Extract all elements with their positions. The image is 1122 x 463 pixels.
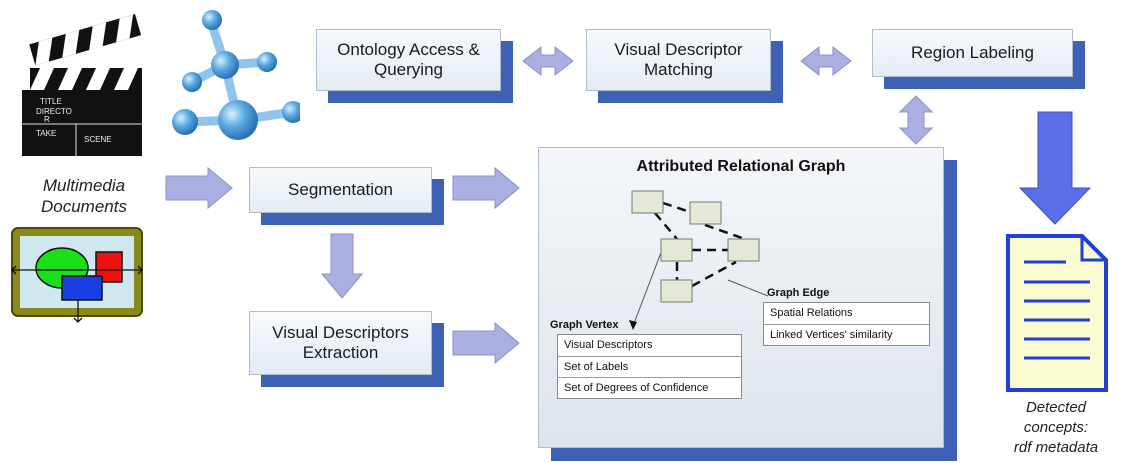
ontology-access-label: Ontology Access & Querying (337, 40, 480, 79)
arrow-ontology-matching-bidirectional (522, 45, 574, 77)
region-labeling-label: Region Labeling (911, 43, 1034, 62)
vertex-pointer-arrowhead (629, 320, 637, 330)
graph-node (689, 201, 722, 225)
arg-title: Attributed Relational Graph (636, 158, 846, 175)
clapper-title-text: TITLE (40, 97, 62, 106)
graph-vertex-row: Set of Labels (558, 356, 741, 377)
arrow-matching-labeling-bidirectional (800, 45, 852, 77)
left-illustrations: TITLE DIRECTO R TAKE SCENE (11, 14, 143, 323)
ontology-access-box: Ontology Access & Querying (316, 29, 501, 91)
clapperboard-icon: TITLE DIRECTO R TAKE SCENE (22, 14, 142, 156)
segmentation-box: Segmentation (249, 167, 432, 213)
arrow-segmentation-to-arg (452, 166, 520, 210)
detected-concepts-label: Detected concepts: rdf metadata (1013, 399, 1099, 456)
graph-edge-row: Spatial Relations (770, 307, 853, 319)
graph-edge-row: Linked Vertices' similarity (764, 324, 929, 345)
graph-edge-table: Spatial Relations Linked Vertices' simil… (763, 302, 930, 346)
framed-image-icon (11, 227, 143, 323)
graph-vertex-row: Visual Descriptors (564, 339, 653, 351)
visual-descriptors-extraction-box: Visual Descriptors Extraction (249, 311, 432, 375)
clapper-director-text: DIRECTO (36, 107, 72, 116)
graph-vertex-table: Visual Descriptors Set of Labels Set of … (557, 334, 742, 399)
segmentation-label: Segmentation (288, 180, 393, 199)
visual-descriptor-matching-label: Visual Descriptor Matching (614, 40, 743, 79)
graph-node (727, 238, 760, 262)
arrow-segmentation-to-extraction (320, 233, 364, 299)
graph-node (660, 279, 693, 303)
region-labeling-box: Region Labeling (872, 29, 1073, 77)
clapper-director-text-2: R (44, 115, 50, 124)
graph-vertex-row: Set of Degrees of Confidence (558, 377, 741, 398)
visual-descriptors-extraction-label: Visual Descriptors Extraction (272, 323, 409, 362)
graph-node (631, 190, 664, 214)
arrow-documents-to-segmentation (165, 166, 233, 210)
arrow-labeling-to-output (1018, 111, 1092, 225)
visual-descriptor-matching-box: Visual Descriptor Matching (586, 29, 771, 91)
graph-vertex-title: Graph Vertex (550, 319, 619, 331)
multimedia-documents-label: Multimedia Documents (41, 176, 127, 216)
arrow-labeling-arg-bidirectional (898, 95, 934, 145)
clapper-take-text: TAKE (36, 129, 56, 138)
clapper-scene-text: SCENE (84, 135, 112, 144)
arrow-extraction-to-arg (452, 321, 520, 365)
ontology-molecule-icon (172, 10, 300, 140)
graph-node (660, 238, 693, 262)
graph-edge-title: Graph Edge (767, 287, 830, 299)
